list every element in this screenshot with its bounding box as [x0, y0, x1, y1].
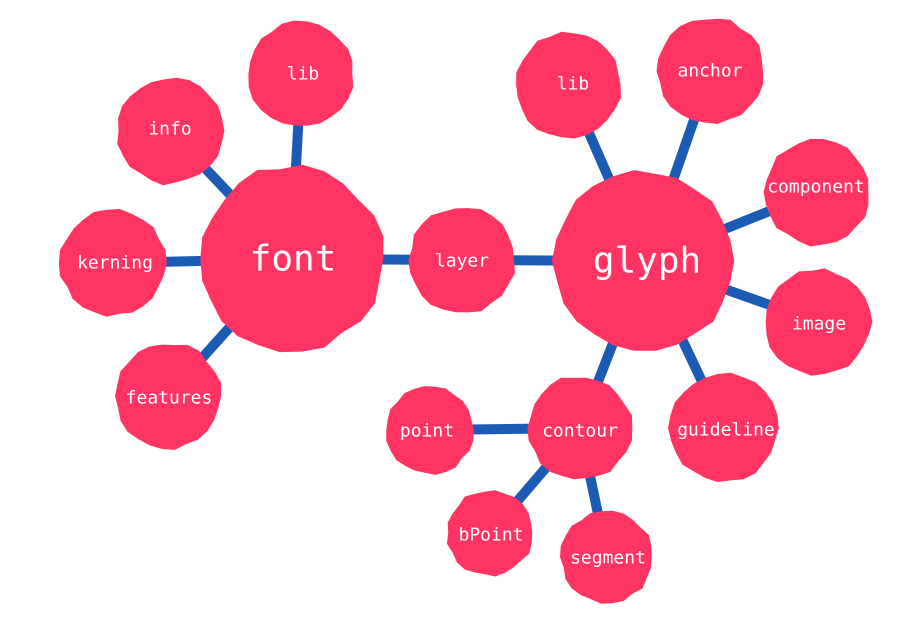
node-point: point	[386, 386, 474, 475]
node-features-label: features	[126, 388, 213, 409]
node-segment: segment	[560, 510, 652, 604]
nodes-layer: font glyph layer lib info kerning	[58, 18, 873, 604]
node-component-label: component	[767, 177, 865, 198]
node-glyph: glyph	[551, 170, 735, 351]
node-font-lib: lib	[248, 20, 354, 126]
node-image-label: image	[792, 314, 846, 335]
node-info-circle	[117, 77, 225, 186]
node-image-circle	[765, 268, 873, 376]
node-kerning-circle	[58, 209, 167, 317]
node-layer-label: layer	[435, 251, 489, 272]
node-glyph-lib-label: lib	[557, 74, 590, 95]
node-contour-label: contour	[542, 421, 618, 442]
node-glyph-circle	[551, 170, 735, 351]
node-guideline-label: guideline	[677, 420, 775, 441]
node-segment-label: segment	[570, 548, 646, 569]
node-features: features	[115, 344, 222, 450]
node-point-label: point	[400, 421, 454, 442]
node-component-circle	[763, 138, 869, 247]
node-font-label: font	[250, 239, 337, 280]
node-point-circle	[386, 386, 474, 475]
node-font: font	[200, 164, 384, 353]
node-info: info	[117, 77, 225, 186]
node-glyph-label: glyph	[593, 241, 701, 282]
node-kerning: kerning	[58, 209, 167, 317]
node-font-lib-circle	[248, 20, 354, 126]
node-anchor: anchor	[656, 18, 764, 125]
node-bpoint: bPoint	[446, 490, 533, 577]
node-contour: contour	[527, 377, 633, 480]
node-glyph-lib: lib	[516, 31, 621, 139]
node-glyph-lib-circle	[516, 31, 621, 139]
node-bpoint-label: bPoint	[458, 525, 523, 546]
node-segment-circle	[560, 510, 652, 604]
node-layer: layer	[408, 208, 515, 313]
node-bpoint-circle	[446, 490, 533, 577]
node-image: image	[765, 268, 873, 376]
node-anchor-label: anchor	[677, 61, 742, 82]
node-info-label: info	[148, 119, 191, 140]
node-font-lib-label: lib	[287, 64, 320, 85]
node-component: component	[763, 138, 869, 247]
node-guideline-circle	[668, 372, 779, 482]
node-font-circle	[200, 164, 384, 353]
node-anchor-circle	[656, 18, 764, 125]
node-guideline: guideline	[668, 372, 779, 482]
node-contour-circle	[527, 377, 633, 480]
node-layer-circle	[408, 208, 515, 313]
node-features-circle	[115, 344, 222, 450]
node-kerning-label: kerning	[77, 253, 153, 274]
